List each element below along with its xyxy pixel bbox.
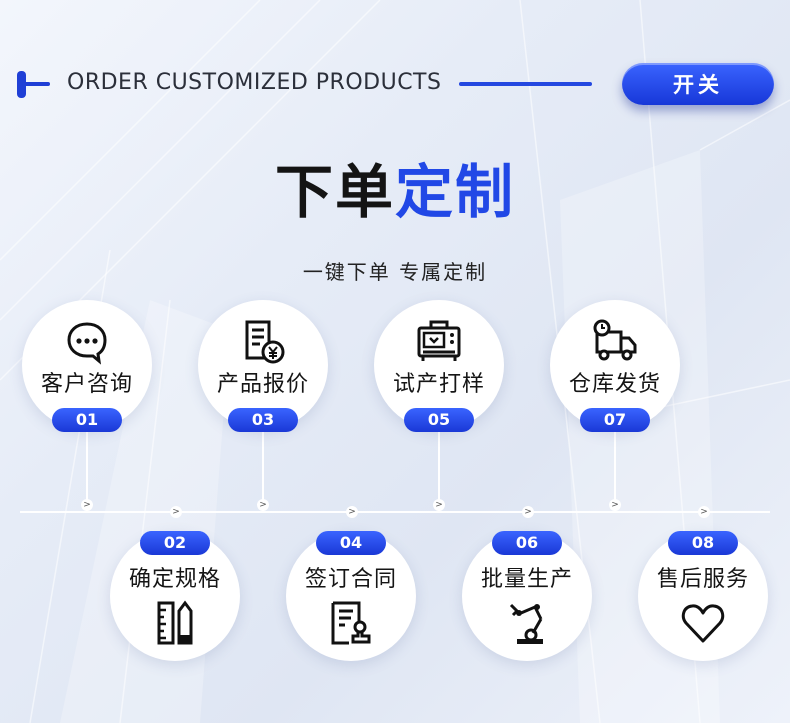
step-number-badge: 04 — [316, 531, 386, 555]
step-number-badge: 01 — [52, 408, 122, 432]
contract-stamp-icon — [331, 601, 371, 645]
step-number-badge: 08 — [668, 531, 738, 555]
toggle-button[interactable]: 开关 — [622, 63, 774, 105]
page-title: 下单定制 — [0, 145, 790, 229]
arrow-dot: > — [346, 506, 358, 518]
arrow-dot: > — [522, 506, 534, 518]
step-label: 试产打样 — [392, 372, 485, 397]
arrow-dot: > — [609, 499, 621, 511]
delivery-truck-icon — [593, 319, 637, 361]
header-left-line — [22, 82, 50, 86]
cnc-machine-icon — [417, 320, 461, 361]
title-part1: 下单 — [274, 158, 395, 226]
arrow-dot: > — [433, 499, 445, 511]
connector-05 — [438, 432, 440, 512]
step-label: 批量生产 — [480, 567, 573, 592]
timeline-line — [20, 511, 770, 513]
step-label: 售后服务 — [656, 567, 749, 592]
connector-07 — [614, 432, 616, 512]
header-right-line — [459, 82, 592, 86]
quotation-document-icon — [245, 320, 285, 364]
step-number-badge: 06 — [492, 531, 562, 555]
step-label: 客户咨询 — [40, 372, 133, 397]
subtitle: 一键下单 专属定制 — [302, 260, 488, 284]
arrow-dot: > — [257, 499, 269, 511]
chat-bubble-icon — [67, 322, 107, 365]
title-part2: 定制 — [395, 158, 516, 226]
step-label: 确定规格 — [128, 567, 221, 592]
step-02[interactable]: 确定规格 — [110, 531, 240, 661]
robot-arm-icon — [509, 603, 543, 644]
connector-03 — [262, 432, 264, 512]
heart-icon — [681, 604, 725, 643]
connector-01 — [86, 432, 88, 512]
arrow-dot: > — [81, 499, 93, 511]
step-number-badge: 05 — [404, 408, 474, 432]
header-title: ORDER CUSTOMIZED PRODUCTS — [67, 70, 442, 95]
step-label: 签订合同 — [304, 567, 397, 592]
step-06[interactable]: 批量生产 — [462, 531, 592, 661]
arrow-dot: > — [170, 506, 182, 518]
step-label: 产品报价 — [216, 372, 309, 397]
header-left-cap — [17, 71, 26, 98]
step-number-badge: 07 — [580, 408, 650, 432]
step-number-badge: 02 — [140, 531, 210, 555]
arrow-dot: > — [698, 506, 710, 518]
ruler-pencil-icon — [157, 600, 193, 645]
step-number-badge: 03 — [228, 408, 298, 432]
step-label: 仓库发货 — [568, 372, 661, 397]
